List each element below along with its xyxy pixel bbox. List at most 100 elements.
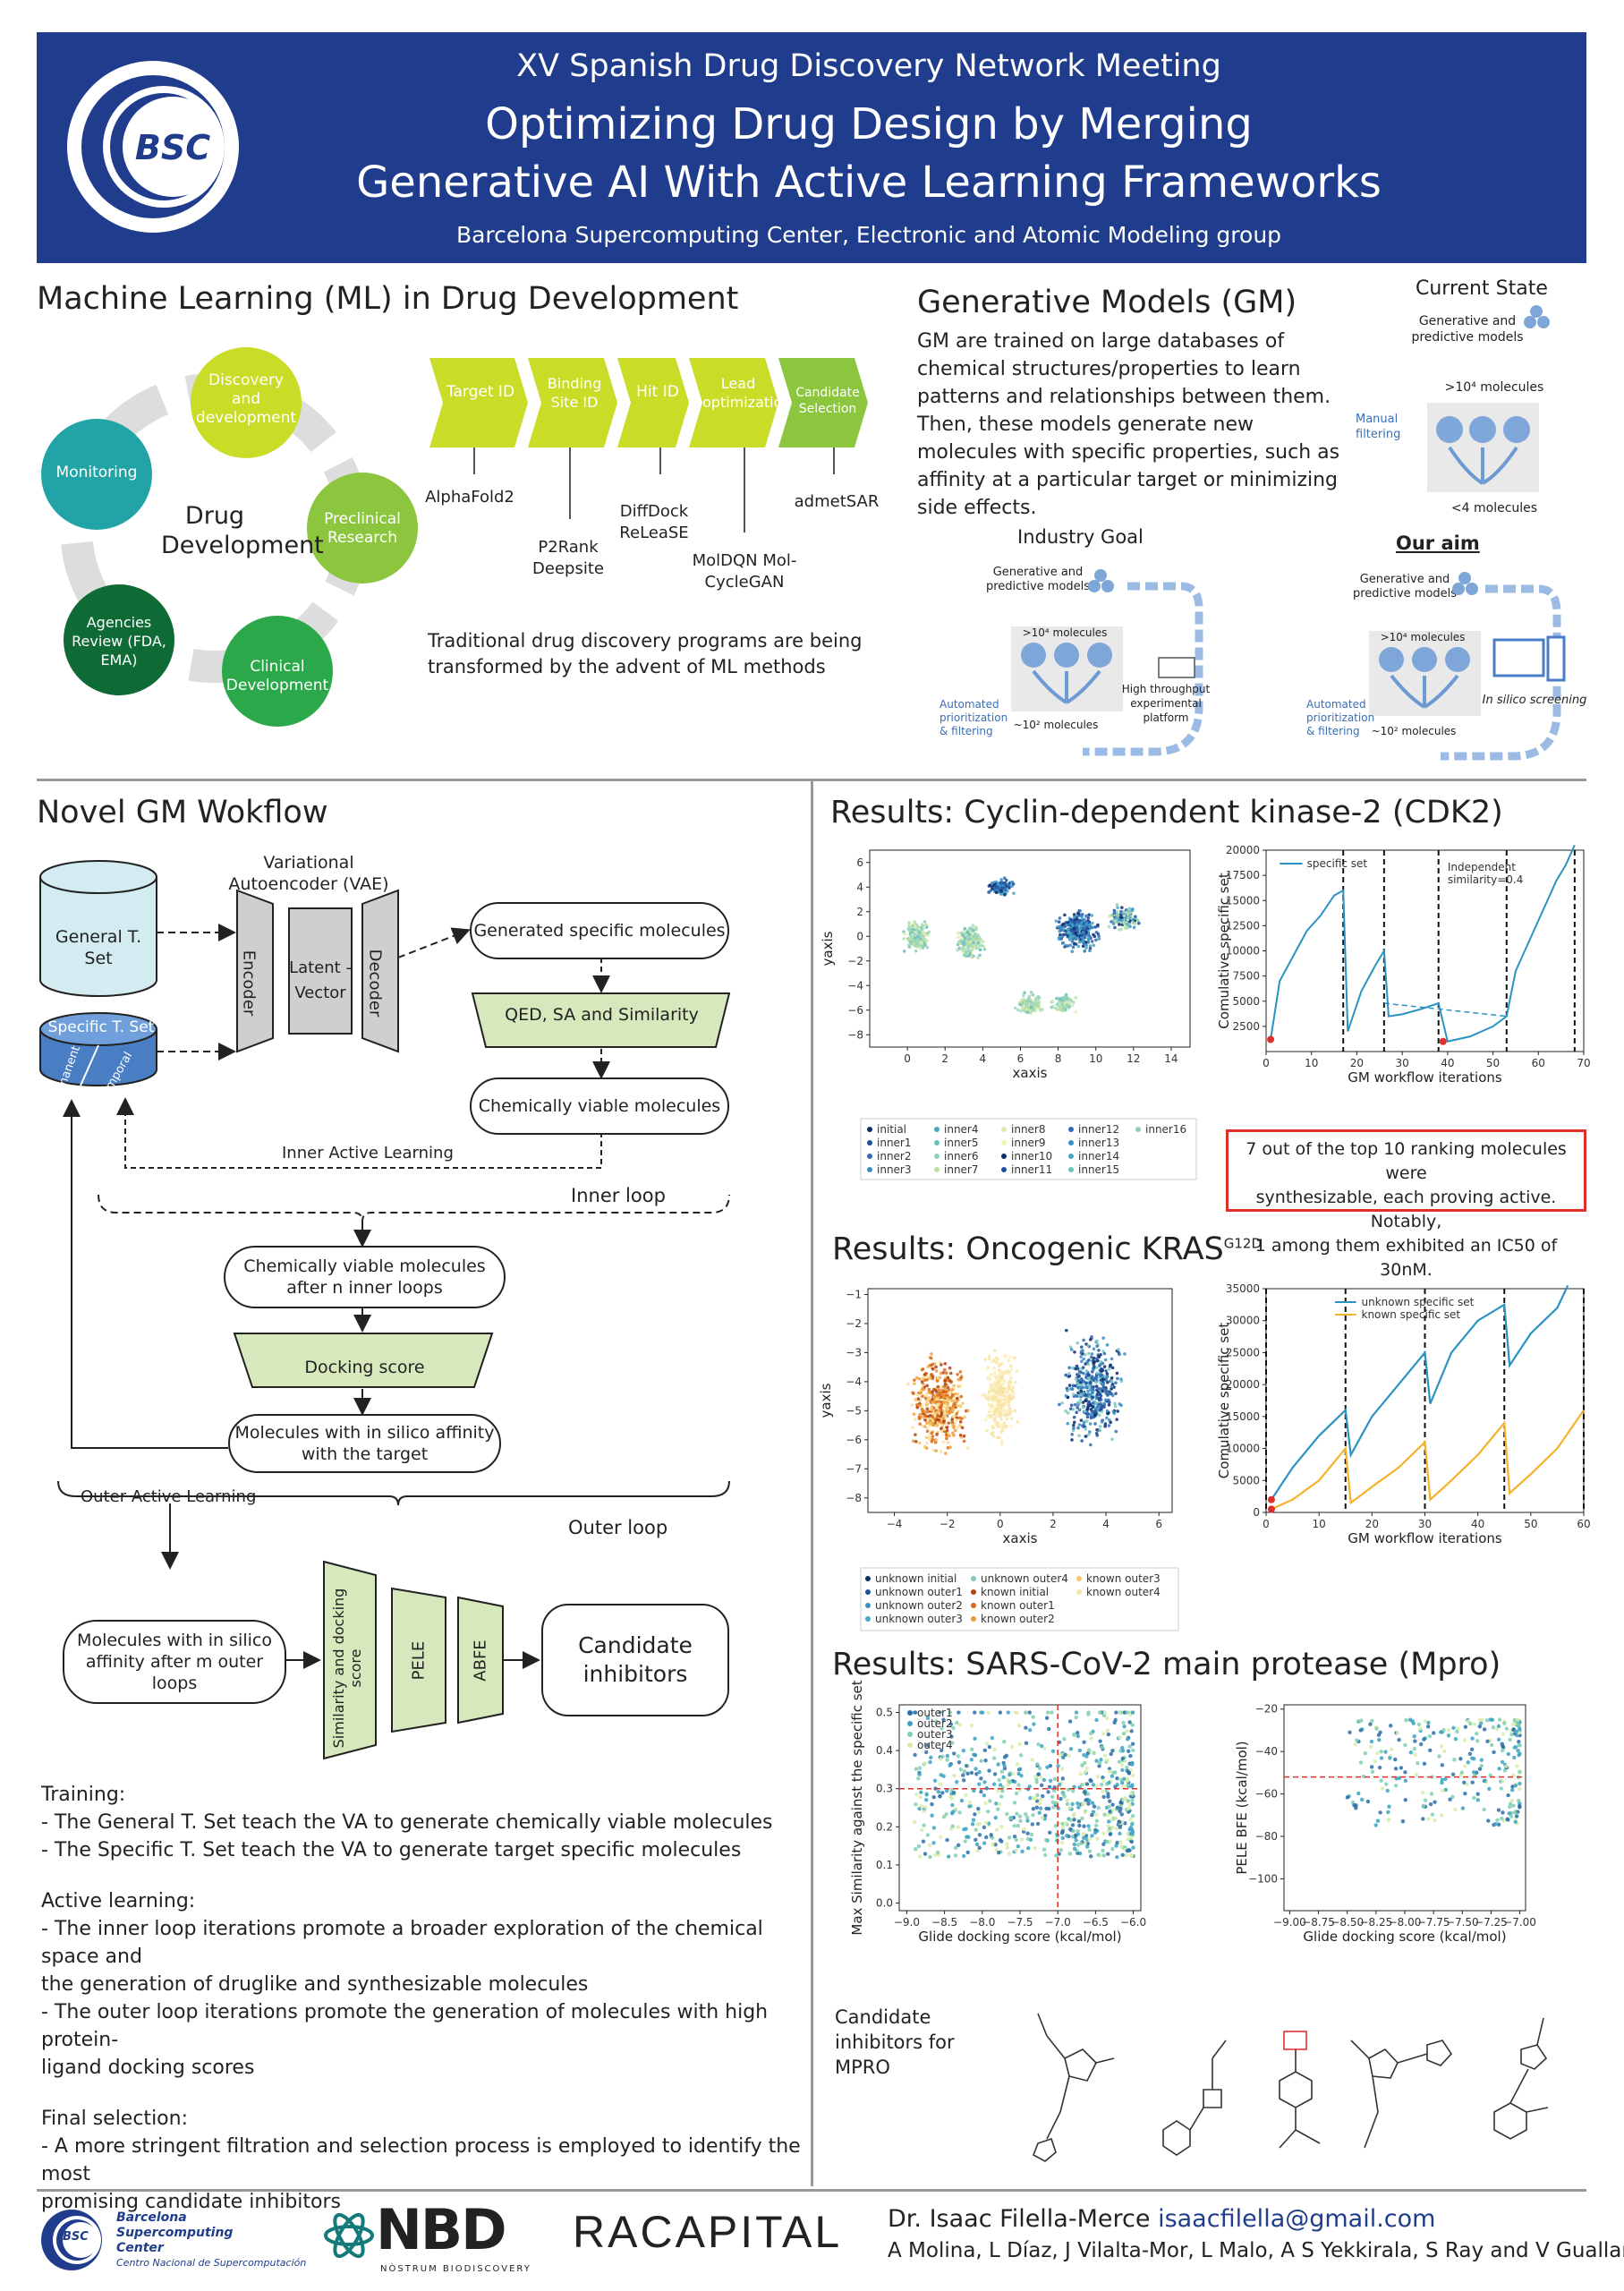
scatter-point <box>987 1744 992 1750</box>
scatter-point <box>1005 1811 1009 1817</box>
scatter-point <box>978 948 982 952</box>
scatter-point <box>1113 1404 1118 1409</box>
scatter-point <box>998 1710 1003 1715</box>
scatter-point <box>1453 1807 1458 1812</box>
scatter-point <box>1084 1353 1087 1357</box>
scatter-point <box>992 1772 998 1776</box>
scatter-point <box>1448 1797 1452 1801</box>
scatter-point <box>1101 1389 1105 1393</box>
scatter-point <box>1117 1819 1122 1825</box>
scatter-point <box>1088 1338 1093 1341</box>
scatter-point <box>955 1396 959 1401</box>
scatter-point <box>1086 1748 1092 1752</box>
scatter-point <box>1493 1822 1498 1827</box>
scatter-point <box>991 1426 995 1430</box>
legend-marker <box>907 1721 913 1726</box>
scatter-point <box>983 1820 989 1826</box>
scatter-point <box>990 1432 994 1436</box>
qed-label: QED, SA and Similarity <box>505 1005 699 1025</box>
scatter-point <box>1108 1769 1112 1774</box>
scatter-point <box>1061 1005 1066 1009</box>
scatter-point <box>977 1845 982 1851</box>
scatter-point <box>944 1378 948 1383</box>
author-email[interactable]: isaacfilella@gmail.com <box>1158 2205 1436 2233</box>
y-tick-label: −8 <box>847 1028 863 1041</box>
scatter-point <box>927 1843 932 1848</box>
pipeline-hit-id: Hit ID <box>636 383 679 401</box>
scatter-point <box>962 1439 966 1444</box>
scatter-point <box>1467 1721 1473 1726</box>
scatter-point <box>931 1435 935 1438</box>
scatter-point <box>1017 1767 1023 1771</box>
scatter-point <box>1440 1788 1445 1793</box>
scatter-point <box>1071 1003 1075 1008</box>
mol-1e2-label-1: ~10² molecules <box>1013 719 1099 731</box>
scatter-point <box>1036 1002 1040 1006</box>
scatter-point <box>1121 1720 1126 1725</box>
scatter-point <box>928 1422 932 1427</box>
scatter-point <box>1475 1798 1481 1802</box>
scatter-point <box>941 1394 946 1399</box>
scatter-point <box>994 885 999 889</box>
scatter-point <box>1353 1742 1358 1747</box>
scatter-point <box>1403 1778 1408 1783</box>
scatter-point <box>1103 1422 1108 1426</box>
scatter-point <box>955 1411 958 1416</box>
scatter-point <box>957 935 960 940</box>
scatter-point <box>1130 907 1135 911</box>
scatter-point <box>996 1425 1000 1428</box>
plot-frame <box>867 1288 1173 1513</box>
scatter-point <box>1426 1720 1431 1725</box>
scatter-point <box>950 1420 955 1425</box>
scatter-point <box>1059 924 1062 929</box>
scatter-point <box>1094 1407 1098 1410</box>
scatter-point <box>1103 1358 1108 1362</box>
scatter-point <box>1104 1716 1110 1721</box>
scatter-point <box>1090 1334 1093 1339</box>
scatter-point <box>1104 1369 1108 1373</box>
kras-title: Results: Oncogenic KRASG12D <box>832 1231 1262 1267</box>
scatter-point <box>1099 1394 1103 1398</box>
scatter-point <box>1070 950 1075 954</box>
scatter-point <box>936 1414 940 1418</box>
scatter-point <box>1119 927 1123 932</box>
y-axis-label: Comulative specific set <box>1216 1323 1232 1479</box>
scatter-point <box>1061 928 1065 933</box>
note-line: Training: <box>41 1784 126 1806</box>
scatter-point <box>1055 1002 1059 1006</box>
legend-marker <box>934 1154 940 1159</box>
scatter-point <box>1501 1732 1506 1736</box>
scatter-point <box>1035 1762 1040 1767</box>
scatter-point <box>1383 1750 1388 1754</box>
scatter-point <box>1098 1362 1102 1367</box>
legend-marker <box>971 1616 976 1622</box>
scatter-point <box>1129 1729 1134 1733</box>
legend-marker <box>971 1576 976 1581</box>
scatter-point <box>946 1399 949 1402</box>
scatter-point <box>1472 1770 1476 1775</box>
scatter-point <box>1025 1836 1031 1841</box>
scatter-point <box>999 1393 1003 1398</box>
scatter-point <box>954 1807 958 1811</box>
pipeline-tool-arrows <box>473 447 835 532</box>
scatter-point <box>1071 945 1076 950</box>
scatter-point <box>979 937 982 941</box>
legend-marker <box>1001 1127 1007 1132</box>
scatter-point <box>1070 1801 1075 1807</box>
scatter-point <box>1437 1754 1441 1759</box>
scatter-point <box>1093 1823 1099 1828</box>
legend-marker <box>934 1127 940 1132</box>
scatter-point <box>940 1410 944 1415</box>
scatter-point <box>1512 1717 1518 1723</box>
scatter-point <box>1345 1795 1350 1800</box>
molecule-4 <box>1350 2040 1453 2149</box>
scatter-point <box>1046 1790 1050 1794</box>
scatter-point <box>1095 1371 1100 1375</box>
scatter-point <box>1071 1384 1076 1388</box>
scatter-point <box>963 1839 967 1844</box>
scatter-point <box>1433 1800 1437 1804</box>
scatter-point <box>1413 1752 1418 1757</box>
scatter-point <box>952 1424 956 1428</box>
scatter-point <box>1037 1766 1042 1771</box>
